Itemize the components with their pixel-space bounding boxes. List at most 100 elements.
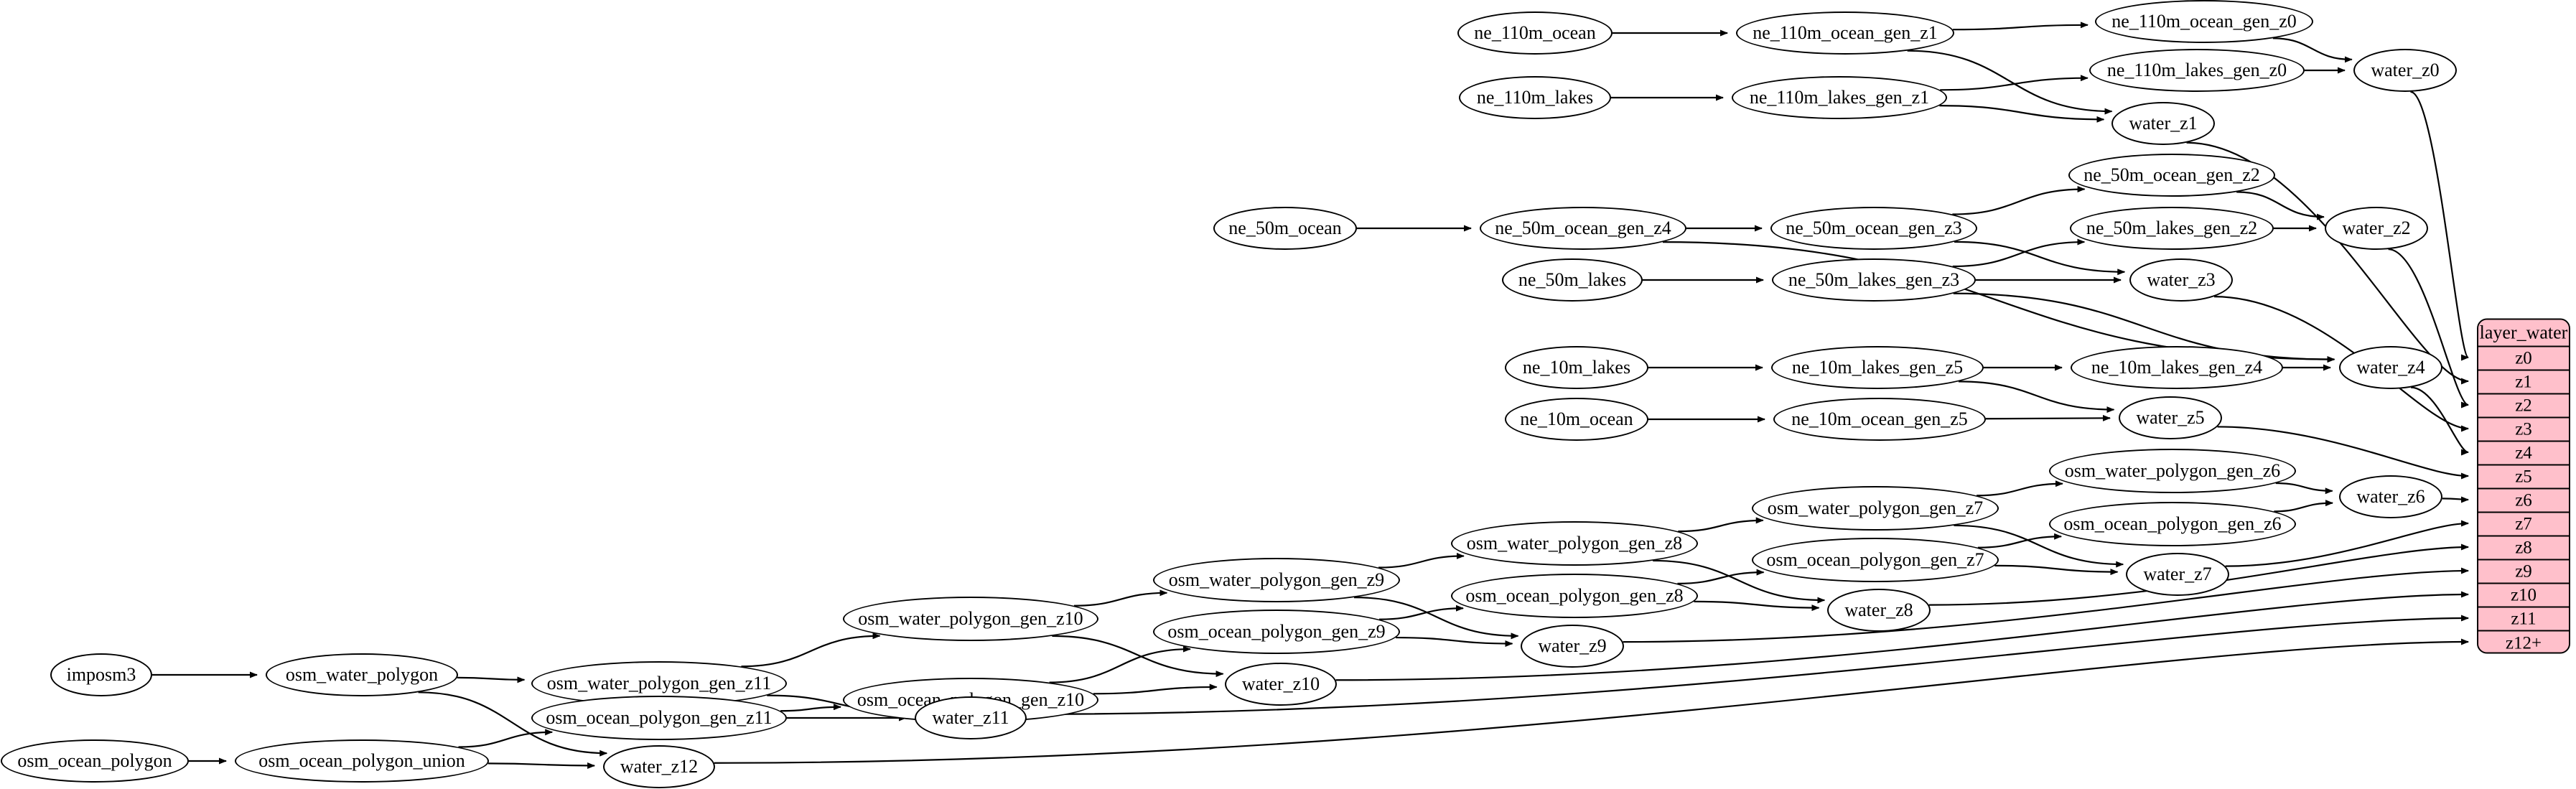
graph-node-label: water_z3: [2147, 269, 2216, 290]
record-row-z6[interactable]: z6: [2478, 489, 2569, 513]
graph-node-label: water_z1: [2129, 113, 2198, 134]
graph-node-osm-ocean-polygon-union[interactable]: osm_ocean_polygon_union: [235, 739, 489, 783]
graph-node-ne-10m-ocean-gen-z5[interactable]: ne_10m_ocean_gen_z5: [1773, 398, 1986, 441]
graph-node-label: osm_water_polygon_gen_z8: [1466, 533, 1683, 554]
graph-node-ne-50m-lakes[interactable]: ne_50m_lakes: [1502, 258, 1643, 302]
edge-osm-water-polygon-gen-z10-to-water-z10: [1052, 635, 1224, 678]
graph-node-water-z9[interactable]: water_z9: [1521, 625, 1624, 668]
edge-osm-ocean-polygon-gen-z7-to-osm-ocean-polygon-gen-z6: [1977, 533, 2063, 548]
graph-node-water-z4[interactable]: water_z4: [2339, 346, 2442, 389]
graph-node-label: ne_110m_lakes: [1476, 87, 1594, 108]
edge-water-z2-to-layer-water-z2: [2388, 248, 2469, 408]
graph-node-osm-water-polygon-gen-z8[interactable]: osm_water_polygon_gen_z8: [1451, 521, 1698, 566]
edge-ne-10m-ocean-gen-z5-to-water-z5: [1985, 414, 2111, 421]
graph-node-water-z6[interactable]: water_z6: [2339, 475, 2442, 518]
graph-node-label: water_z2: [2342, 218, 2411, 238]
graph-node-water-z11[interactable]: water_z11: [915, 696, 1027, 739]
graph-node-water-z1[interactable]: water_z1: [2111, 102, 2215, 145]
edge-ne-50m-ocean-gen-z2-to-water-z2: [2236, 191, 2325, 220]
edge-ne-110m-ocean-gen-z0-to-water-z0: [2272, 37, 2353, 63]
graph-node-label: osm_water_polygon_gen_z7: [1767, 498, 1984, 518]
graph-node-ne-110m-lakes[interactable]: ne_110m_lakes: [1459, 76, 1611, 119]
graph-node-osm-water-polygon[interactable]: osm_water_polygon: [266, 653, 458, 696]
graph-node-water-z8[interactable]: water_z8: [1827, 589, 1931, 632]
edge-ne-50m-ocean-gen-z3-to-water-z3: [1954, 241, 2126, 276]
record-row-z8[interactable]: z8: [2478, 536, 2569, 561]
graph-node-water-z3[interactable]: water_z3: [2129, 258, 2233, 302]
graph-node-label: water_z8: [1844, 599, 1913, 620]
record-row-z4[interactable]: z4: [2478, 442, 2569, 466]
graph-node-osm-ocean-polygon-gen-z6[interactable]: osm_ocean_polygon_gen_z6: [2049, 502, 2296, 546]
graph-node-osm-water-polygon-gen-z10[interactable]: osm_water_polygon_gen_z10: [843, 597, 1098, 641]
graph-node-water-z12[interactable]: water_z12: [603, 745, 715, 788]
graph-node-osm-ocean-polygon-gen-z8[interactable]: osm_ocean_polygon_gen_z8: [1451, 574, 1698, 618]
graph-node-ne-110m-lakes-gen-z0[interactable]: ne_110m_lakes_gen_z0: [2089, 49, 2305, 92]
graph-node-label: water_z12: [620, 756, 699, 777]
graph-node-osm-ocean-polygon-gen-z9[interactable]: osm_ocean_polygon_gen_z9: [1153, 610, 1400, 654]
graph-node-ne-110m-ocean-gen-z0[interactable]: ne_110m_ocean_gen_z0: [2095, 0, 2313, 43]
edge-osm-water-polygon-gen-z10-to-osm-water-polygon-gen-z9: [1073, 589, 1168, 607]
graph-node-ne-10m-ocean[interactable]: ne_10m_ocean: [1505, 398, 1648, 441]
record-row-z11[interactable]: z11: [2478, 607, 2569, 632]
graph-node-label: water_z6: [2356, 486, 2425, 507]
graph-node-water-z5[interactable]: water_z5: [2119, 396, 2222, 439]
graph-node-ne-50m-ocean[interactable]: ne_50m_ocean: [1213, 207, 1357, 250]
graph-node-ne-10m-lakes-gen-z4[interactable]: ne_10m_lakes_gen_z4: [2071, 346, 2283, 389]
graph-node-osm-ocean-polygon-gen-z11[interactable]: osm_ocean_polygon_gen_z11: [531, 696, 787, 740]
graph-node-water-z0[interactable]: water_z0: [2353, 49, 2457, 92]
edge-osm-ocean-polygon-gen-z7-to-water-z7: [1994, 564, 2119, 576]
graph-node-osm-water-polygon-gen-z6[interactable]: osm_water_polygon_gen_z6: [2049, 449, 2296, 493]
record-row-z3[interactable]: z3: [2478, 418, 2569, 442]
graph-node-ne-50m-ocean-gen-z4[interactable]: ne_50m_ocean_gen_z4: [1480, 207, 1686, 250]
record-row-z5[interactable]: z5: [2478, 465, 2569, 490]
edge-water-z4-to-layer-water-z4: [2410, 386, 2469, 456]
graph-node-water-z7[interactable]: water_z7: [2126, 553, 2229, 596]
graph-node-label: osm_ocean_polygon_union: [258, 750, 465, 771]
graph-node-osm-water-polygon-gen-z9[interactable]: osm_water_polygon_gen_z9: [1153, 558, 1400, 602]
edge-osm-water-polygon-to-water-z12: [418, 691, 608, 757]
edge-osm-water-polygon-gen-z11-to-osm-water-polygon-gen-z10: [741, 632, 881, 668]
edge-water-z6-to-layer-water-z6: [2442, 496, 2469, 503]
graph-node-label: osm_ocean_polygon_gen_z7: [1766, 549, 1984, 570]
record-row-z0[interactable]: z0: [2478, 347, 2569, 371]
graph-node-imposm3[interactable]: imposm3: [50, 653, 152, 696]
graph-node-ne-50m-ocean-gen-z3[interactable]: ne_50m_ocean_gen_z3: [1770, 207, 1977, 250]
edge-ne-110m-lakes-gen-z1-to-ne-110m-lakes-gen-z0: [1940, 75, 2089, 91]
edge-water-z12-to-layer-water-z12-: [714, 638, 2469, 764]
graph-node-label: water_z5: [2136, 407, 2205, 428]
graph-node-label: ne_110m_ocean: [1474, 22, 1596, 43]
graph-node-label: ne_50m_lakes: [1518, 269, 1627, 290]
record-row-z7[interactable]: z7: [2478, 513, 2569, 537]
graph-node-label: ne_10m_lakes: [1522, 357, 1631, 378]
graph-node-label: water_z0: [2371, 60, 2440, 80]
record-row-z12plus[interactable]: z12+: [2478, 631, 2569, 653]
graph-node-ne-10m-lakes[interactable]: ne_10m_lakes: [1505, 346, 1648, 389]
graph-node-ne-110m-lakes-gen-z1[interactable]: ne_110m_lakes_gen_z1: [1732, 76, 1947, 119]
graph-node-ne-50m-lakes-gen-z3[interactable]: ne_50m_lakes_gen_z3: [1772, 258, 1976, 302]
graph-node-osm-ocean-polygon-gen-z7[interactable]: osm_ocean_polygon_gen_z7: [1752, 538, 1999, 582]
graph-node-osm-ocean-polygon[interactable]: osm_ocean_polygon: [1, 739, 189, 783]
record-row-z10[interactable]: z10: [2478, 584, 2569, 608]
graph-node-ne-10m-lakes-gen-z5[interactable]: ne_10m_lakes_gen_z5: [1771, 346, 1984, 389]
graph-node-label: water_z10: [1241, 673, 1320, 694]
record-row-z2[interactable]: z2: [2478, 394, 2569, 419]
record-row-z1[interactable]: z1: [2478, 370, 2569, 395]
graph-node-water-z2[interactable]: water_z2: [2325, 207, 2428, 250]
edge-water-z5-to-layer-water-z5: [2217, 426, 2469, 480]
graph-node-ne-50m-ocean-gen-z2[interactable]: ne_50m_ocean_gen_z2: [2068, 154, 2275, 197]
edge-water-z9-to-layer-water-z9: [1623, 567, 2469, 643]
graph-node-osm-water-polygon-gen-z7[interactable]: osm_water_polygon_gen_z7: [1752, 486, 1999, 531]
graph-node-ne-50m-lakes-gen-z2[interactable]: ne_50m_lakes_gen_z2: [2070, 207, 2274, 250]
edge-osm-water-polygon-gen-z9-to-water-z9: [1354, 597, 1519, 640]
graph-node-label: osm_ocean_polygon_gen_z8: [1465, 585, 1684, 606]
graph-node-label: ne_110m_lakes_gen_z1: [1749, 87, 1930, 108]
edge-osm-water-polygon-gen-z8-to-water-z8: [1653, 559, 1826, 604]
graph-node-label: osm_water_polygon_gen_z6: [2064, 460, 2281, 481]
graph-node-water-z10[interactable]: water_z10: [1225, 663, 1337, 706]
graph-node-label: osm_ocean_polygon_gen_z9: [1167, 621, 1386, 642]
graph-node-ne-110m-ocean[interactable]: ne_110m_ocean: [1457, 11, 1613, 55]
graph-node-ne-110m-ocean-gen-z1[interactable]: ne_110m_ocean_gen_z1: [1736, 11, 1954, 55]
record-row-z9[interactable]: z9: [2478, 560, 2569, 584]
